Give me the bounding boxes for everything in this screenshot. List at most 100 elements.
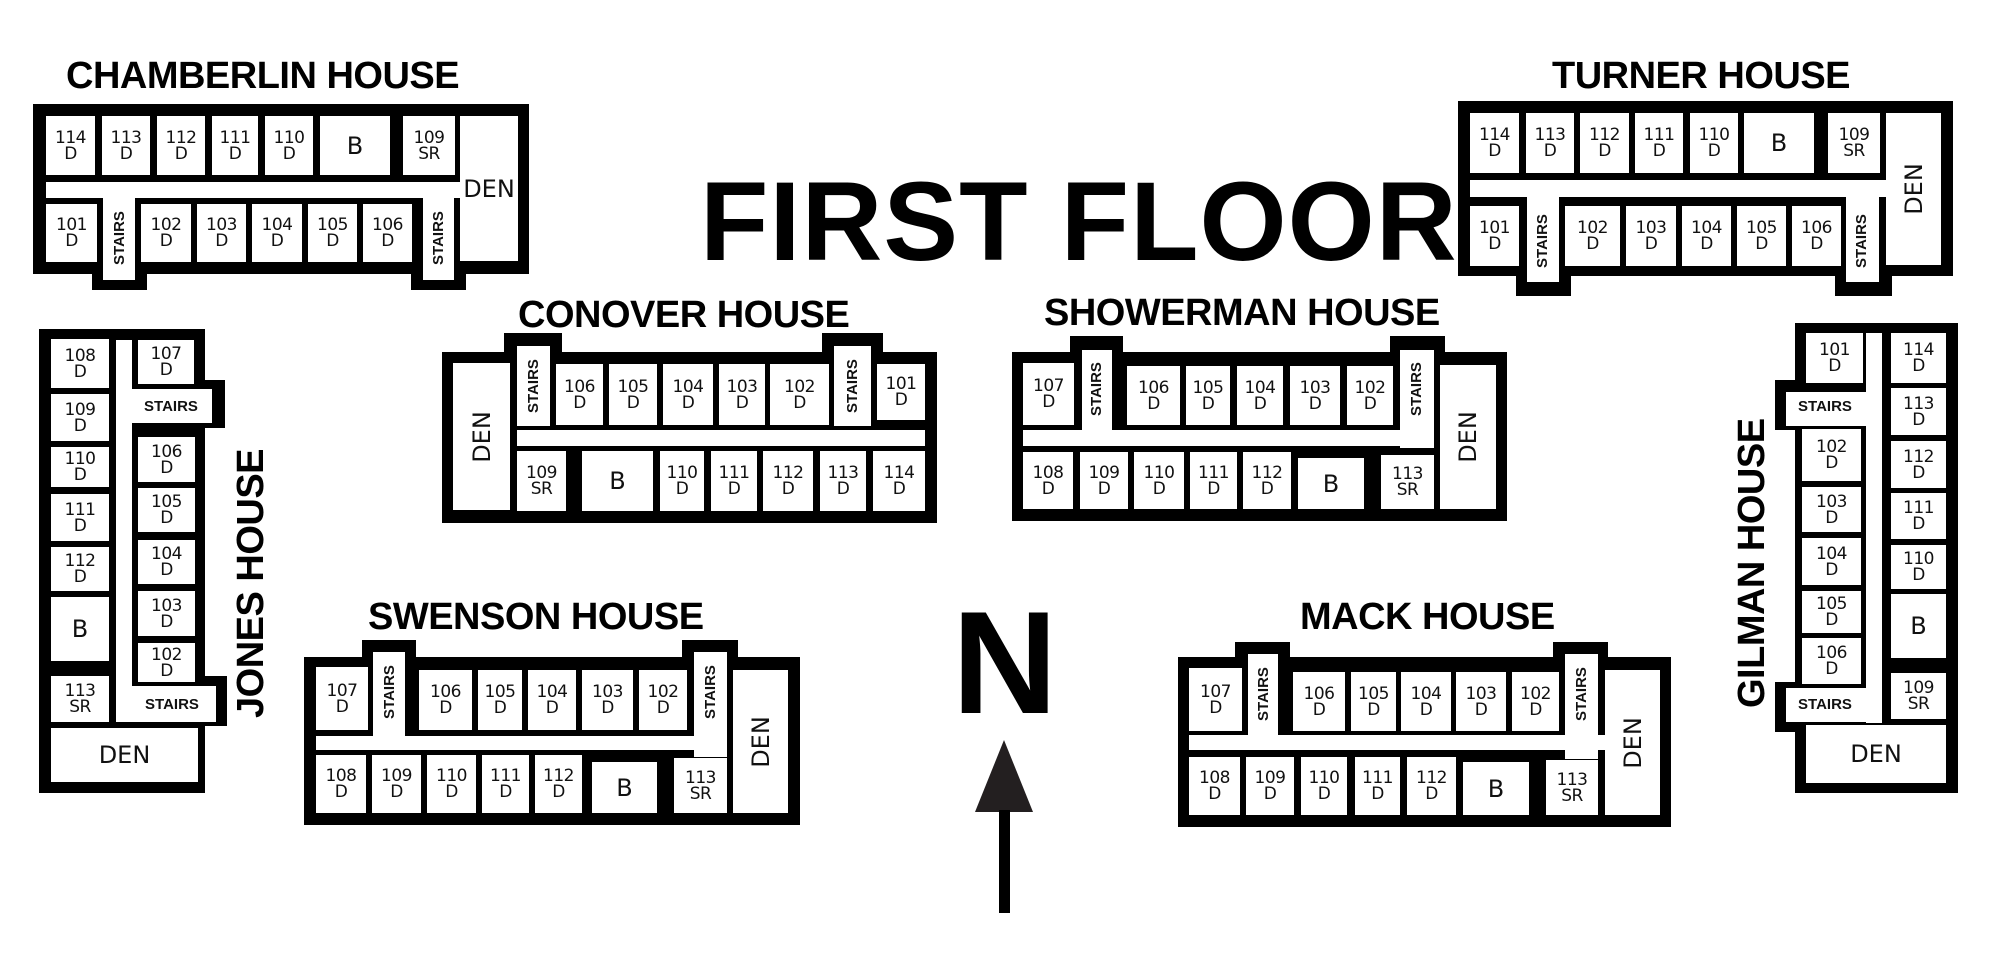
room-jones-113[interactable]: 113 SR — [51, 676, 109, 722]
room-gilman-102[interactable]: 102 D — [1802, 429, 1861, 481]
room-swenson-106[interactable]: 106 D — [419, 670, 472, 730]
stairs-turner-stairs[interactable]: STAIRS — [1528, 206, 1557, 276]
stairs-conover-stairs[interactable]: STAIRS — [518, 346, 550, 426]
room-turner-114[interactable]: 114 D — [1470, 113, 1519, 173]
stairs-conover-stairs[interactable]: STAIRS — [835, 346, 871, 426]
room-conover-112[interactable]: 112 D — [763, 451, 813, 511]
room-chamberlin-112[interactable]: 112 D — [157, 116, 205, 175]
room-mack-102[interactable]: 102 D — [1512, 672, 1559, 731]
room-swenson-103[interactable]: 103 D — [582, 670, 633, 730]
room-showerman-113[interactable]: 113 SR — [1381, 455, 1434, 509]
room-chamberlin-110[interactable]: 110 D — [265, 116, 313, 175]
room-conover-111[interactable]: 111 D — [711, 451, 757, 511]
room-turner-110[interactable]: 110 D — [1690, 113, 1738, 173]
room-turner-109[interactable]: 109 SR — [1828, 113, 1880, 173]
den-jones-den[interactable]: DEN — [51, 728, 198, 782]
room-gilman-101[interactable]: 101 D — [1806, 333, 1863, 383]
room-mack-110[interactable]: 110 D — [1301, 757, 1347, 815]
room-jones-104[interactable]: 104 D — [138, 540, 195, 584]
room-conover-104[interactable]: 104 D — [663, 364, 713, 425]
room-chamberlin-109[interactable]: 109 SR — [403, 116, 455, 175]
stairs-gilman-stairs[interactable]: STAIRS — [1787, 392, 1863, 422]
room-showerman-106[interactable]: 106 D — [1127, 366, 1180, 425]
room-gilman-110[interactable]: 110 D — [1891, 545, 1946, 589]
room-turner-113[interactable]: 113 D — [1526, 113, 1574, 173]
stairs-jones-stairs[interactable]: STAIRS — [132, 392, 210, 422]
stairs-jones-stairs[interactable]: STAIRS — [132, 690, 212, 720]
room-jones-105[interactable]: 105 D — [138, 488, 195, 532]
room-turner-101[interactable]: 101 D — [1470, 206, 1519, 266]
bathroom-mack-b[interactable]: B — [1463, 762, 1529, 815]
stairs-mack-stairs[interactable]: STAIRS — [1566, 654, 1598, 734]
room-conover-114[interactable]: 114 D — [873, 451, 925, 511]
room-mack-109[interactable]: 109 D — [1246, 757, 1294, 815]
room-swenson-111[interactable]: 111 D — [482, 755, 529, 813]
room-jones-111[interactable]: 111 D — [51, 494, 109, 541]
den-conover-den[interactable]: DEN — [453, 363, 510, 510]
room-turner-106[interactable]: 106 D — [1792, 206, 1841, 266]
room-mack-105[interactable]: 105 D — [1351, 672, 1396, 731]
stairs-swenson-stairs[interactable]: STAIRS — [374, 652, 405, 732]
room-conover-106[interactable]: 106 D — [556, 364, 603, 425]
stairs-showerman-stairs[interactable]: STAIRS — [1082, 350, 1112, 428]
room-showerman-104[interactable]: 104 D — [1237, 366, 1283, 425]
stairs-turner-stairs[interactable]: STAIRS — [1847, 206, 1877, 276]
room-jones-109[interactable]: 109 D — [51, 394, 109, 441]
room-jones-103[interactable]: 103 D — [138, 591, 195, 636]
room-conover-101[interactable]: 101 D — [877, 364, 925, 420]
bathroom-conover-b[interactable]: B — [582, 451, 653, 511]
room-conover-110[interactable]: 110 D — [660, 451, 704, 511]
room-mack-107[interactable]: 107 D — [1189, 668, 1242, 731]
bathroom-jones-b[interactable]: B — [51, 597, 109, 661]
room-conover-113[interactable]: 113 D — [820, 451, 866, 511]
room-chamberlin-105[interactable]: 105 D — [308, 204, 357, 262]
room-mack-111[interactable]: 111 D — [1355, 757, 1400, 815]
room-swenson-113[interactable]: 113 SR — [674, 758, 727, 813]
bathroom-gilman-b[interactable]: B — [1891, 594, 1946, 658]
room-swenson-108[interactable]: 108 D — [316, 755, 366, 813]
room-jones-107[interactable]: 107 D — [138, 340, 194, 384]
room-showerman-109[interactable]: 109 D — [1080, 452, 1128, 509]
room-turner-102[interactable]: 102 D — [1565, 206, 1620, 266]
bathroom-turner-b[interactable]: B — [1744, 113, 1814, 173]
room-gilman-103[interactable]: 103 D — [1802, 487, 1861, 532]
room-conover-109[interactable]: 109 SR — [517, 451, 566, 511]
room-showerman-105[interactable]: 105 D — [1186, 366, 1230, 425]
room-turner-104[interactable]: 104 D — [1682, 206, 1731, 266]
room-mack-106[interactable]: 106 D — [1293, 672, 1345, 731]
room-chamberlin-113[interactable]: 113 D — [102, 116, 150, 175]
room-gilman-104[interactable]: 104 D — [1802, 538, 1861, 585]
room-showerman-103[interactable]: 103 D — [1290, 366, 1340, 425]
room-turner-111[interactable]: 111 D — [1635, 113, 1683, 173]
room-showerman-112[interactable]: 112 D — [1243, 452, 1291, 509]
den-showerman-den[interactable]: DEN — [1440, 365, 1496, 509]
bathroom-swenson-b[interactable]: B — [592, 762, 657, 813]
room-chamberlin-114[interactable]: 114 D — [46, 116, 95, 175]
room-showerman-108[interactable]: 108 D — [1023, 452, 1073, 509]
room-mack-112[interactable]: 112 D — [1407, 757, 1456, 815]
room-swenson-104[interactable]: 104 D — [528, 670, 576, 730]
room-jones-102[interactable]: 102 D — [138, 643, 195, 682]
room-showerman-107[interactable]: 107 D — [1023, 363, 1074, 425]
room-mack-113[interactable]: 113 SR — [1546, 760, 1598, 815]
room-chamberlin-101[interactable]: 101 D — [46, 204, 97, 262]
room-conover-102[interactable]: 102 D — [770, 364, 829, 425]
room-jones-110[interactable]: 110 D — [51, 447, 109, 487]
room-swenson-110[interactable]: 110 D — [427, 755, 476, 813]
room-swenson-102[interactable]: 102 D — [639, 670, 687, 730]
room-swenson-105[interactable]: 105 D — [478, 670, 522, 730]
room-showerman-102[interactable]: 102 D — [1347, 366, 1393, 425]
stairs-mack-stairs[interactable]: STAIRS — [1249, 654, 1278, 734]
room-chamberlin-102[interactable]: 102 D — [141, 204, 191, 262]
room-chamberlin-103[interactable]: 103 D — [197, 204, 246, 262]
room-gilman-113[interactable]: 113 D — [1891, 388, 1946, 435]
room-conover-103[interactable]: 103 D — [719, 364, 765, 425]
stairs-chamberlin-stairs[interactable]: STAIRS — [424, 200, 453, 275]
room-turner-103[interactable]: 103 D — [1626, 206, 1676, 266]
den-turner-den[interactable]: DEN — [1886, 113, 1941, 265]
den-gilman-den[interactable]: DEN — [1806, 725, 1946, 783]
stairs-gilman-stairs[interactable]: STAIRS — [1787, 690, 1863, 720]
room-showerman-110[interactable]: 110 D — [1134, 452, 1184, 509]
stairs-chamberlin-stairs[interactable]: STAIRS — [105, 200, 134, 275]
bathroom-chamberlin-b[interactable]: B — [320, 116, 390, 175]
